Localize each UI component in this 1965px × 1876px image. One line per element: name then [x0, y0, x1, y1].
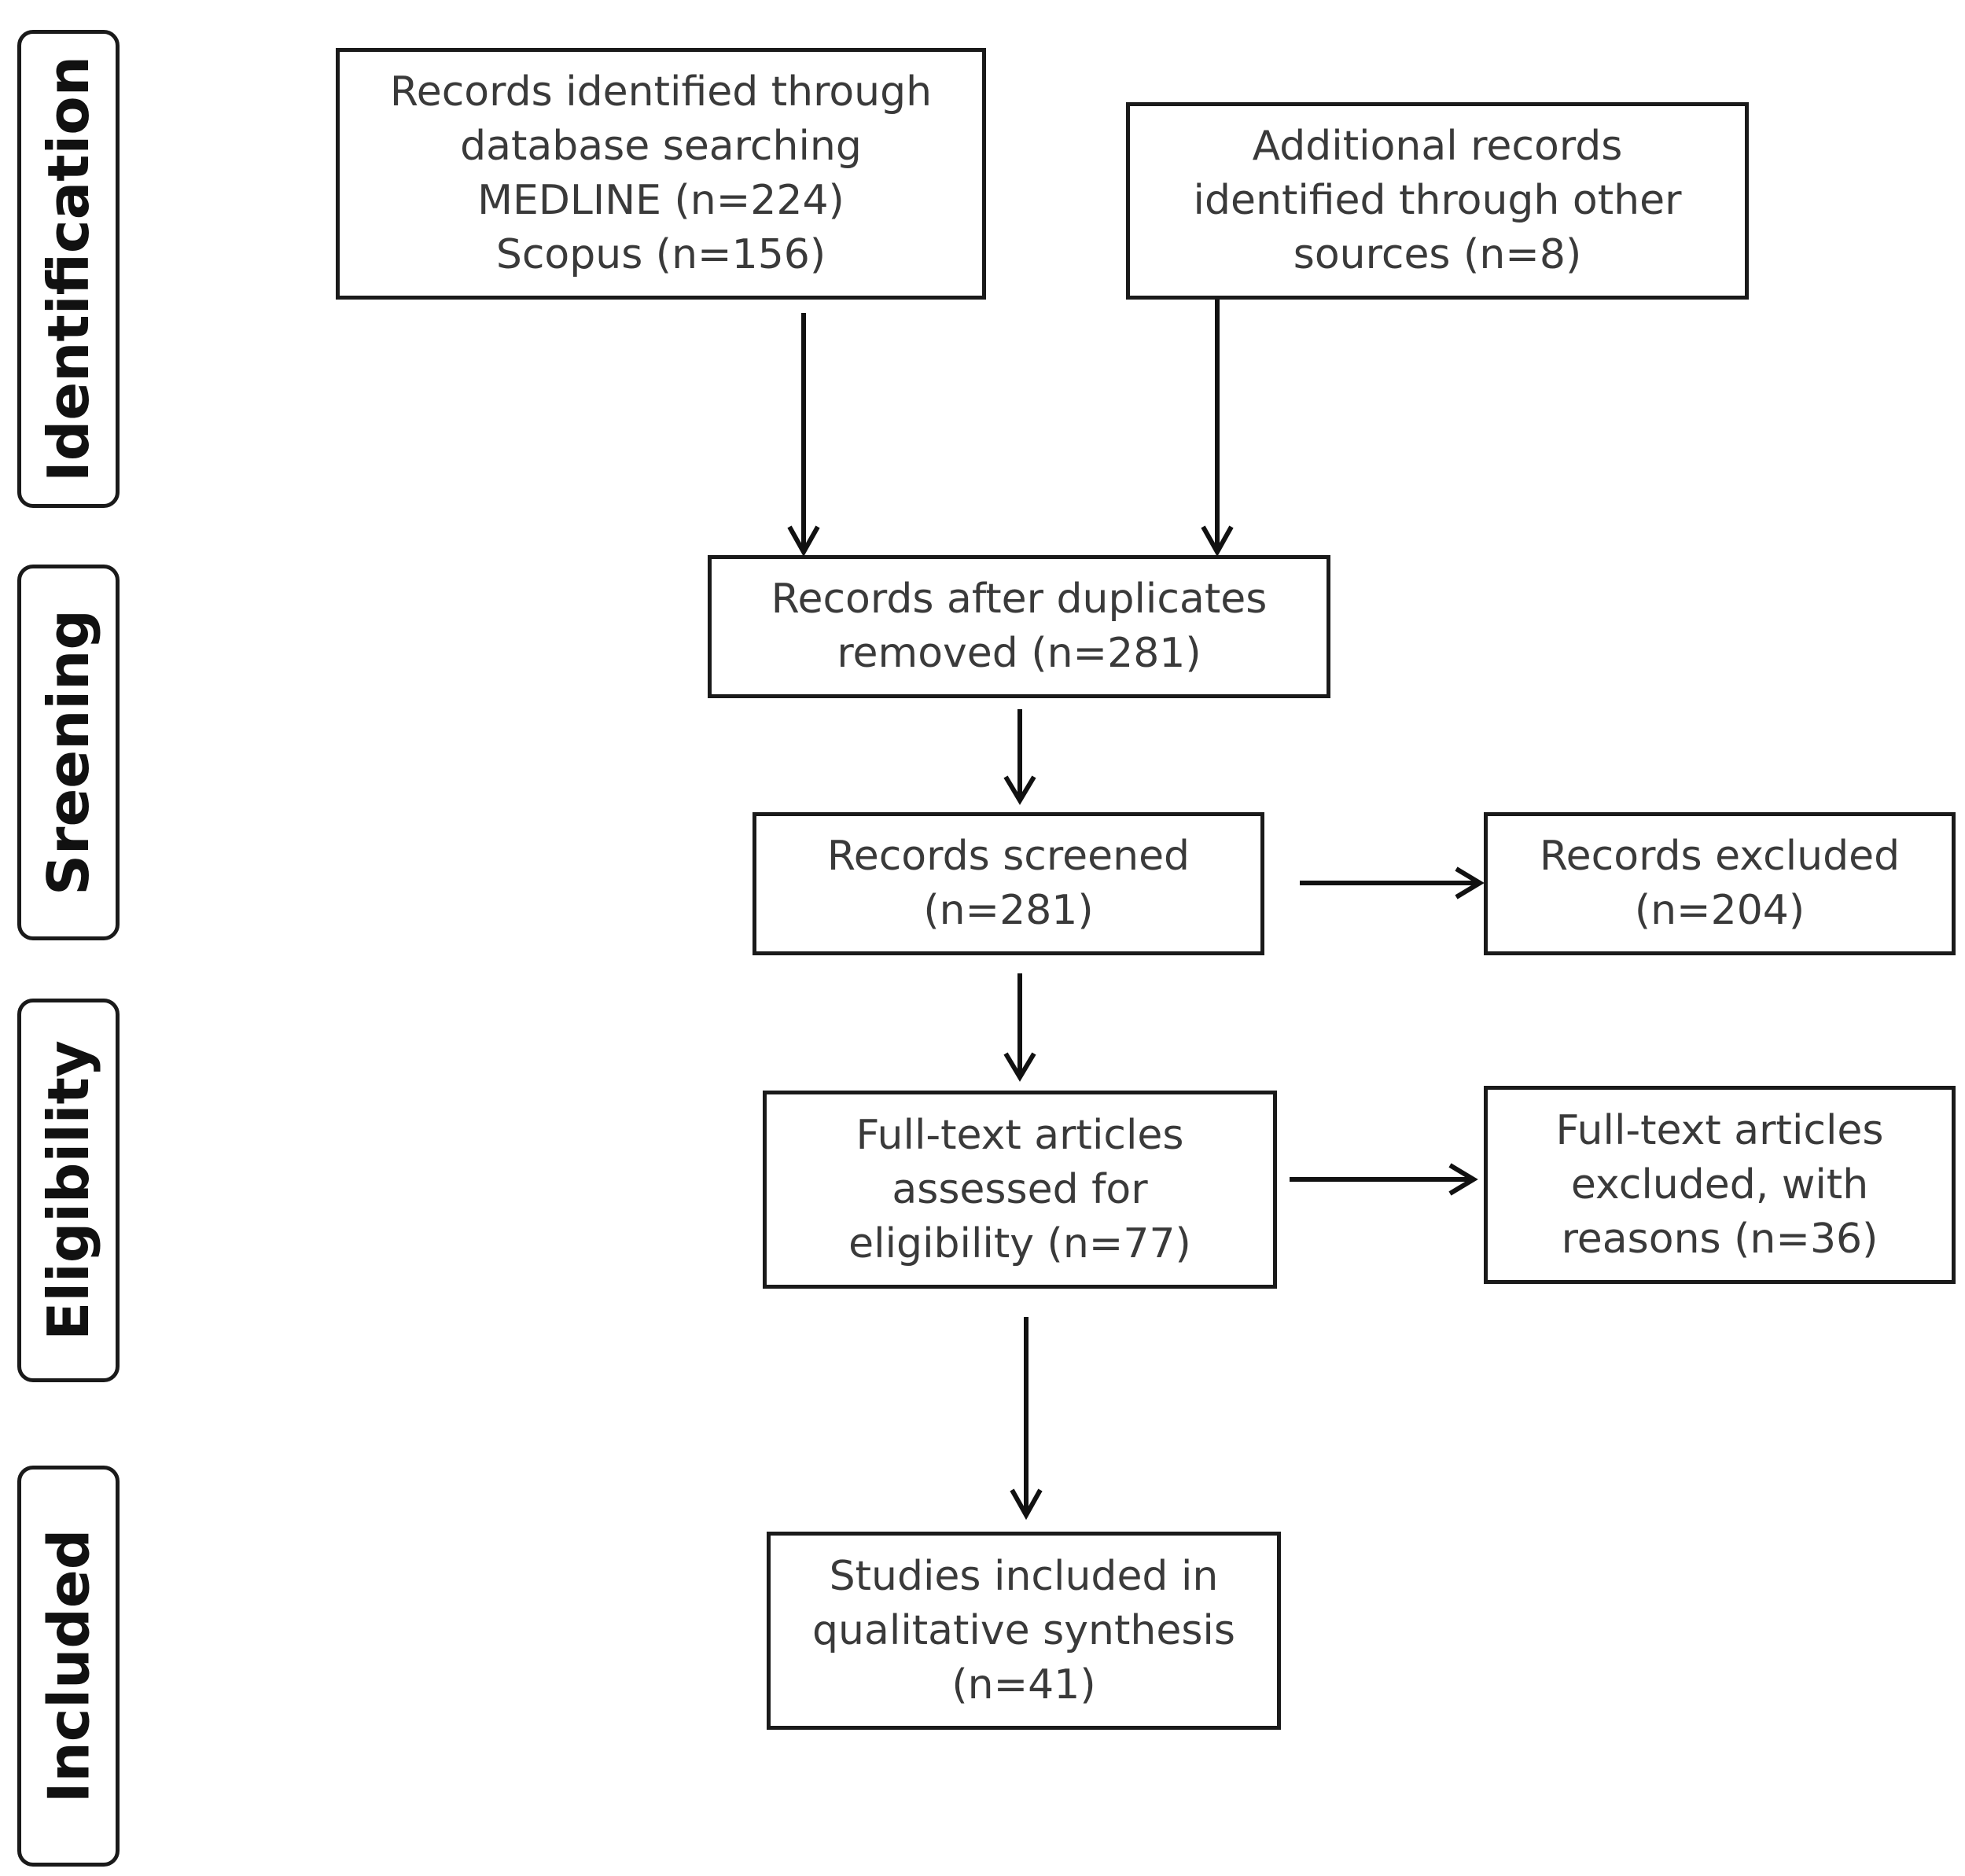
box-records-excluded: Records excluded (n=204) [1484, 812, 1956, 955]
box-other-sources: Additional records identified through ot… [1126, 102, 1749, 300]
stage-screening: Sreening [17, 565, 120, 940]
box-line: identified through other [1193, 177, 1682, 224]
arrow-duplicates-to-screened [1003, 709, 1036, 805]
box-line: qualitative synthesis [812, 1606, 1235, 1654]
arrow-other-to-duplicates [1201, 300, 1234, 557]
stage-included: Included [17, 1466, 120, 1867]
stage-identification: Identification [17, 30, 120, 508]
box-line: Full-text articles [856, 1111, 1184, 1159]
box-line: database searching [460, 123, 862, 170]
box-line: MEDLINE (n=224) [477, 177, 845, 224]
box-line: Studies included in [829, 1552, 1219, 1600]
box-line: Records excluded [1539, 833, 1901, 880]
stage-eligibility: Eligibility [17, 999, 120, 1382]
box-line: sources (n=8) [1293, 231, 1582, 278]
box-records-screened: Records screened (n=281) [753, 812, 1264, 955]
box-line: Additional records [1252, 123, 1623, 170]
box-fulltext-excluded: Full-text articles excluded, with reason… [1484, 1086, 1956, 1284]
box-line: (n=281) [923, 887, 1094, 934]
box-line: (n=41) [951, 1661, 1096, 1709]
box-database-search: Records identified through database sear… [336, 48, 986, 300]
box-line: Full-text articles [1555, 1106, 1884, 1154]
arrow-screened-to-excluded [1300, 866, 1485, 899]
arrow-database-to-duplicates [787, 313, 820, 557]
box-line: removed (n=281) [837, 630, 1201, 677]
box-line: excluded, with [1570, 1161, 1869, 1208]
box-line: Records identified through [389, 68, 933, 116]
arrow-assessed-to-included [1010, 1317, 1043, 1521]
box-studies-included: Studies included in qualitative synthesi… [767, 1532, 1281, 1730]
arrow-screened-to-assessed [1003, 973, 1036, 1082]
box-duplicates-removed: Records after duplicates removed (n=281) [708, 555, 1330, 698]
box-line: Records screened [826, 833, 1190, 880]
box-line: (n=204) [1634, 887, 1805, 934]
box-line: eligibility (n=77) [848, 1219, 1191, 1267]
arrow-assessed-to-excluded [1290, 1163, 1478, 1196]
box-fulltext-assessed: Full-text articles assessed for eligibil… [763, 1091, 1277, 1289]
box-line: reasons (n=36) [1561, 1215, 1879, 1263]
box-line: Scopus (n=156) [495, 231, 826, 278]
box-line: Records after duplicates [771, 576, 1268, 623]
box-line: assessed for [892, 1165, 1148, 1213]
